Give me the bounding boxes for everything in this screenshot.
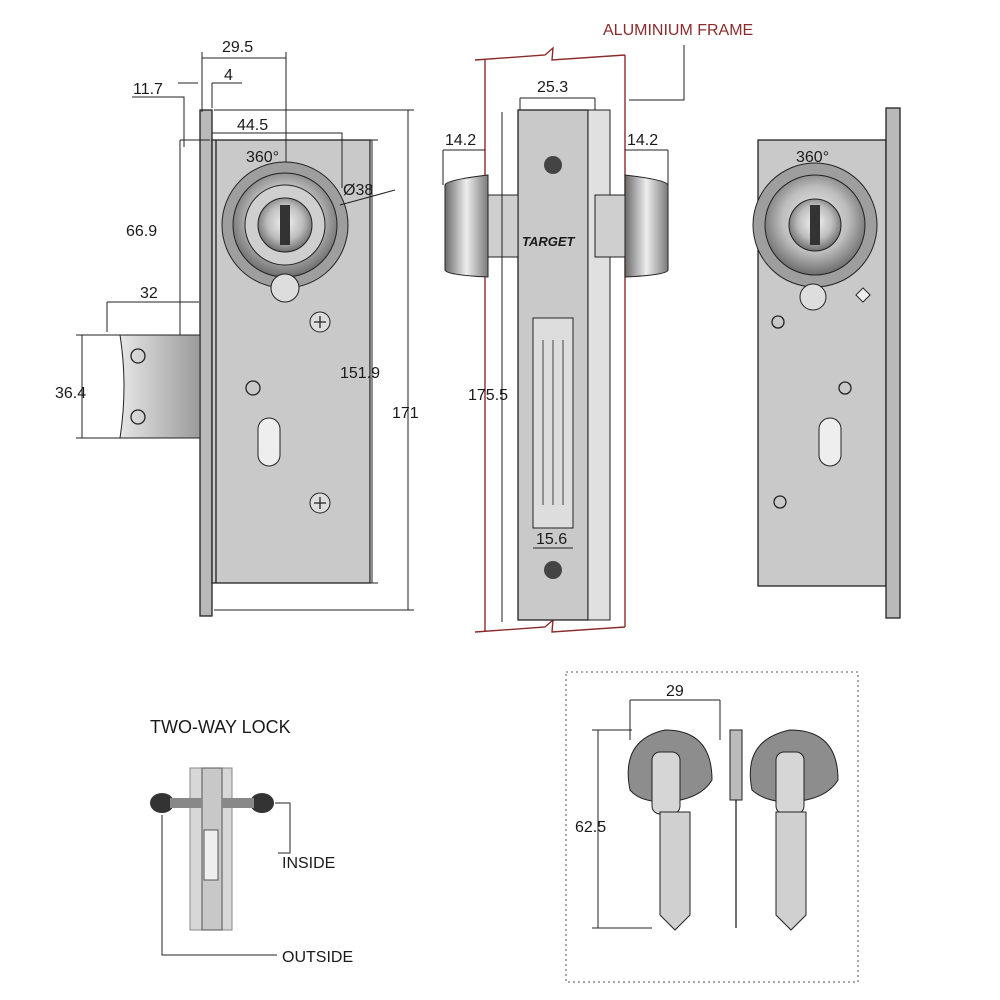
front-view: 29.5 4 11.7 44.5 360° Ø38 66.9 32 36.4 1… bbox=[55, 39, 419, 617]
dim-44-5: 44.5 bbox=[237, 117, 268, 134]
rear-rotation-label: 360° bbox=[796, 149, 829, 166]
dim-14-2-left: 14.2 bbox=[445, 132, 476, 149]
dim-62-5: 62.5 bbox=[575, 819, 606, 836]
two-way-lock: TWO-WAY LOCK INSIDE OUTSIDE bbox=[150, 717, 353, 966]
dim-29-5: 29.5 bbox=[222, 39, 253, 56]
knob-right bbox=[624, 174, 669, 278]
dim-32: 32 bbox=[140, 285, 158, 302]
dim-25-3: 25.3 bbox=[537, 79, 568, 96]
outside-label: OUTSIDE bbox=[282, 949, 353, 966]
side-body bbox=[517, 109, 589, 621]
key-right bbox=[749, 729, 839, 931]
knob-left bbox=[444, 174, 489, 278]
rotation-label: 360° bbox=[246, 149, 279, 166]
side-view: ALUMINIUM FRAME TARGET 25.3 14.2 14.2 17… bbox=[442, 22, 753, 633]
brand-logo: TARGET bbox=[522, 234, 576, 249]
faceplate bbox=[199, 109, 213, 617]
dim-4: 4 bbox=[224, 67, 233, 84]
dim-66-9: 66.9 bbox=[126, 223, 157, 240]
two-way-lock-title: TWO-WAY LOCK bbox=[150, 717, 291, 737]
dim-171: 171 bbox=[392, 405, 419, 422]
latch-bolt bbox=[119, 334, 201, 439]
cylinder bbox=[221, 161, 349, 303]
dim-diameter-38: Ø38 bbox=[343, 182, 373, 199]
keys-box: 29 62.5 bbox=[565, 671, 859, 983]
dim-15-6: 15.6 bbox=[536, 531, 567, 548]
dim-36-4: 36.4 bbox=[55, 385, 86, 402]
rear-view: 360° bbox=[752, 107, 901, 619]
dim-151-9: 151.9 bbox=[340, 365, 380, 382]
aluminium-frame-label: ALUMINIUM FRAME bbox=[603, 22, 753, 39]
dim-14-2-right: 14.2 bbox=[627, 132, 658, 149]
dim-11-7: 11.7 bbox=[133, 81, 163, 98]
inside-label: INSIDE bbox=[282, 855, 335, 872]
dim-29: 29 bbox=[666, 683, 684, 700]
key-left bbox=[627, 729, 713, 931]
dim-175-5: 175.5 bbox=[468, 387, 508, 404]
